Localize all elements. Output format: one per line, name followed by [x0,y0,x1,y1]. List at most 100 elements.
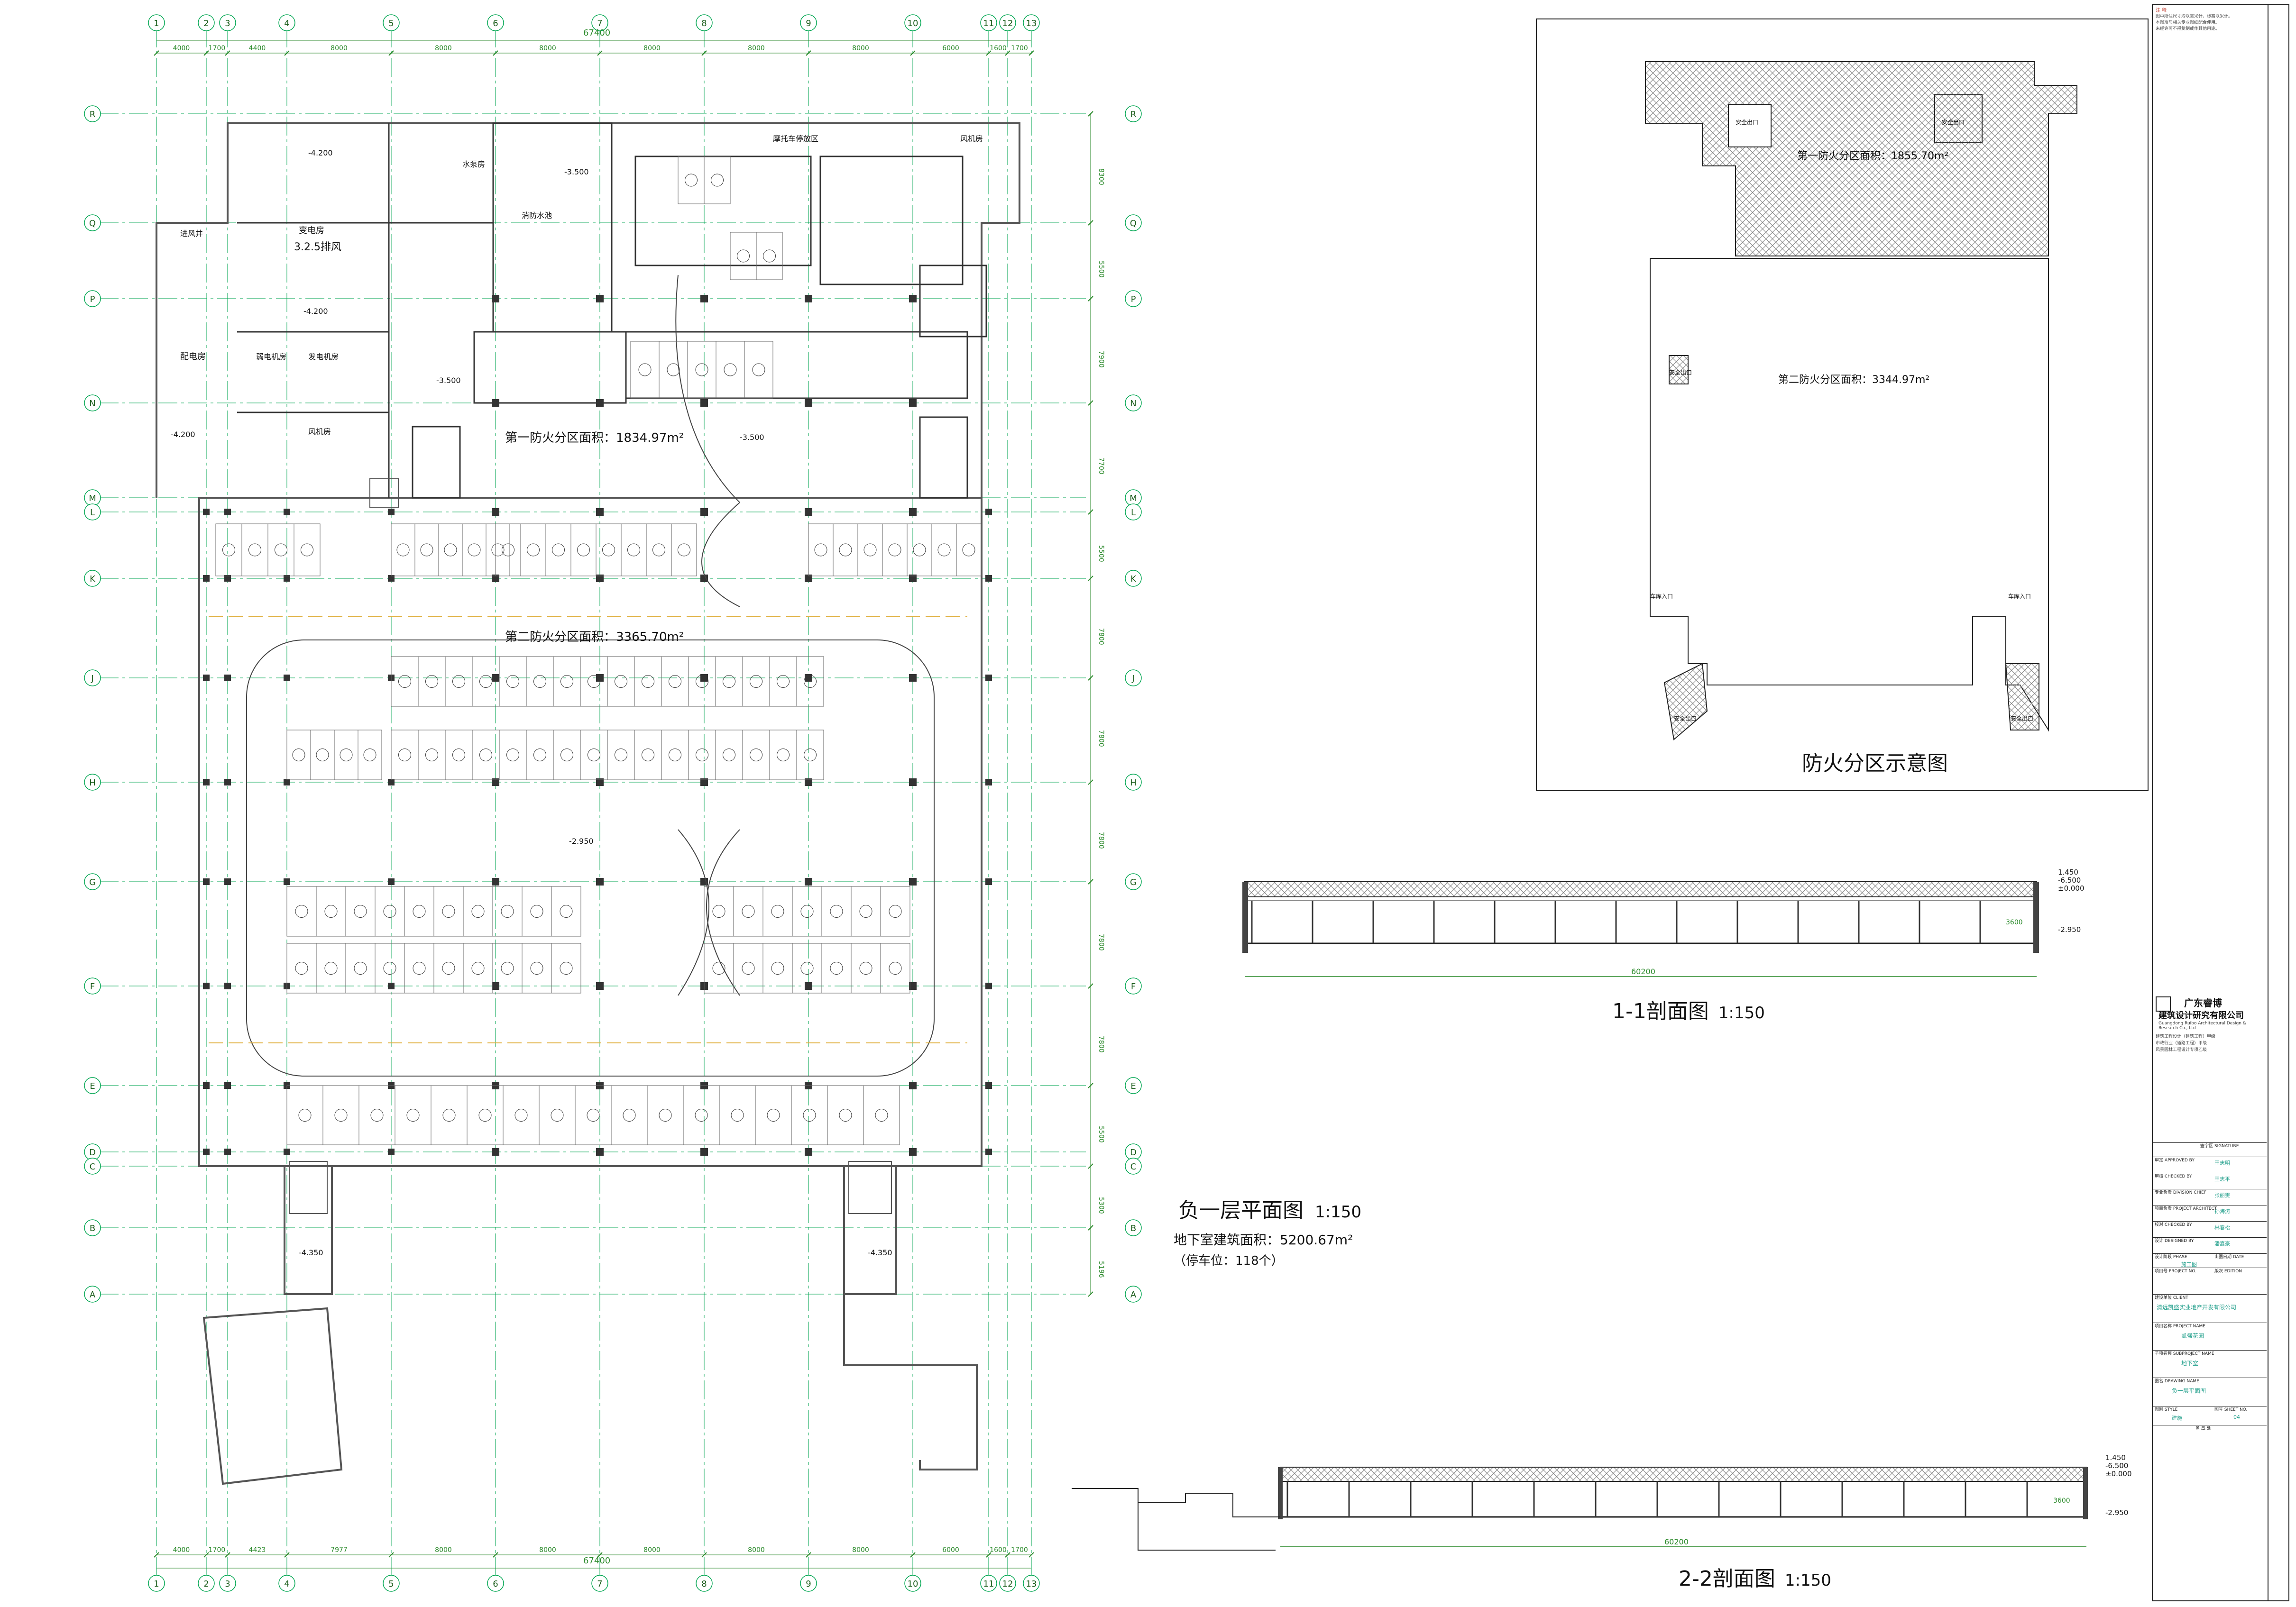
stall-number [804,749,817,761]
axis-label: C [1130,1162,1137,1172]
axis-label: M [89,493,96,503]
firm-line: 风景园林工程设计专项乙级 [2156,1048,2207,1052]
stall-number [425,675,438,688]
axis-label: G [89,877,96,887]
dim-text: 5500 [1097,1126,1105,1143]
stall-number [588,675,600,688]
stall-number [752,363,765,376]
axis-label: 8 [701,1579,707,1589]
parking-stall [744,341,773,399]
axis-bubble [383,1575,400,1592]
stall-number [839,1109,852,1122]
dim-text: 4423 [249,1546,266,1554]
column [985,779,992,785]
phase-row: 设计阶段 PHASE 出图日期 DATE 施工图 [2153,1253,2267,1268]
column [224,983,231,989]
axis-label: G [1130,877,1137,887]
dim-text: 1700 [209,1546,226,1554]
zone2-label: 第二防火分区面积：3365.70m² [505,630,684,644]
elevation: -3.500 [740,433,764,442]
exit-label: 安全出口 [1736,119,1758,126]
axis-label: 12 [1002,1579,1013,1589]
dim-text: 8000 [643,45,661,52]
column [388,779,395,785]
axis-label: C [90,1162,96,1172]
room-label: 弱电机房 [256,352,286,361]
column [805,778,812,786]
column [909,982,917,990]
axis-bubble [84,105,101,122]
column [596,508,604,516]
parking-stall [796,656,824,707]
exit-label: 安全出口 [1669,369,1692,376]
axis-bubble [980,1575,997,1592]
room-label: 3.2.5排风 [294,241,341,253]
dim-tick [597,1552,603,1558]
zone1-label: 第一防火分区面积：1834.97m² [505,431,684,445]
fire-zone-diagram: 第一防火分区面积：1855.70m² 第二防火分区面积：3344.97m² 安全… [1536,18,2149,791]
axis-bubble [1023,14,1040,31]
dim-text: 7800 [1097,730,1105,747]
stall-number [413,962,426,975]
stall-number [530,905,543,918]
dim-tick [1029,50,1034,56]
axis-label: N [1130,399,1136,409]
style-row: 图别 STYLE 图号 SHEET NO. 建施 04 [2153,1406,2267,1425]
stall-number [889,905,902,918]
dim-tick [701,1552,707,1558]
column [909,674,917,682]
stall-number [814,543,827,557]
column [284,575,290,582]
axis-bubble [84,570,101,587]
axis-label: E [90,1081,95,1091]
axis-bubble [980,14,997,31]
dim-tick [986,50,992,56]
stall-number [875,1109,888,1122]
sign-header: 签字区 SIGNATURE [2153,1142,2267,1157]
parking-stall [358,730,382,780]
stall-number [560,962,573,975]
dim-tick [1088,1225,1093,1231]
dim-text: 5500 [1097,545,1105,562]
axis-label: R [1130,110,1137,119]
phase-label: 设计阶段 PHASE [2155,1255,2187,1260]
stall-number [383,905,396,918]
elevation: -4.200 [171,430,195,439]
notes: 注 释 图中所注尺寸均以毫米计，标高以米计。 本图须与相关专业图纸配合使用。 未… [2156,8,2266,32]
axis-bubble [1125,1158,1142,1175]
room-label: 配电房 [180,352,206,362]
dim-text: 7800 [1097,934,1105,951]
parking-stall [551,943,581,994]
dim-text: 7700 [1097,457,1105,475]
axis-label: 4 [284,18,289,28]
stall-number [501,905,514,918]
stall-number [506,675,519,688]
outer-wall [156,122,1020,1485]
axis-bubble [1125,214,1142,231]
axis-label: 13 [1026,18,1037,28]
structural-columns [203,295,992,1156]
column [224,1149,231,1155]
sign-value: 孙海涛 [2214,1208,2230,1214]
sheet-value: 04 [2233,1414,2240,1420]
axis-label: J [91,674,93,684]
axis-bubble [1125,105,1142,122]
axis-label: 3 [225,1579,230,1589]
exit-shape [1934,94,1983,143]
axis-label: 1 [154,1579,159,1589]
section1-mid-dim: 3600 [2006,919,2023,926]
stall-number [442,962,455,975]
dim-text: 7977 [331,1546,348,1554]
project-value: 凯盛花园 [2181,1333,2204,1339]
dim-tick [806,1552,811,1558]
axis-bubble [999,14,1016,31]
axis-label: B [1130,1224,1136,1233]
axis-label: M [1130,493,1137,503]
car-entry-label: 车库入口 [2008,593,2031,600]
column [805,295,812,302]
axis-bubble [1125,394,1142,411]
stall-number [324,962,338,975]
project-row: 项目名称 PROJECT NAME 凯盛花园 [2153,1323,2267,1351]
